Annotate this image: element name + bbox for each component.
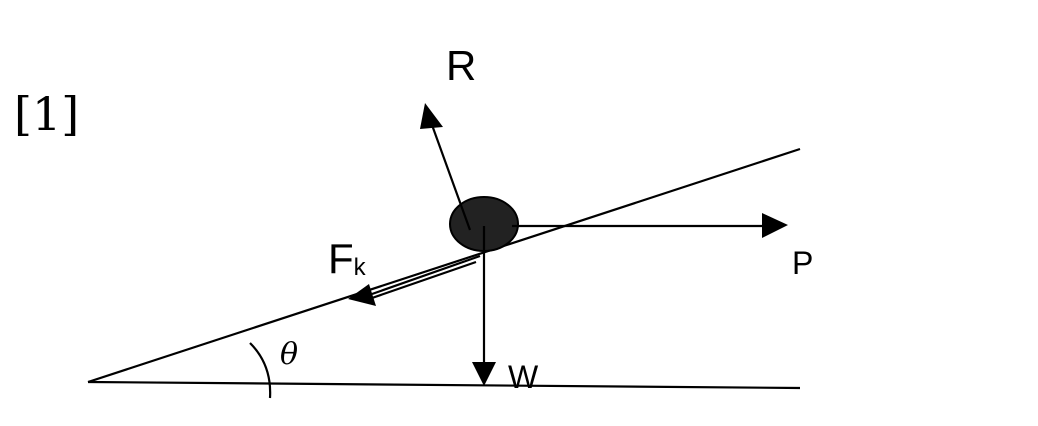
weight-arrow <box>472 226 496 386</box>
normal-reaction-label: R <box>446 42 476 89</box>
applied-force-label: P <box>792 245 813 281</box>
angle-label: θ <box>280 337 298 372</box>
ground-line <box>87 380 801 390</box>
weight-label: W <box>508 359 539 395</box>
applied-force-arrow <box>512 213 788 238</box>
friction-label-main: F <box>328 235 354 282</box>
question-number: [1] <box>14 87 79 141</box>
friction-arrow <box>348 254 481 306</box>
friction-label: Fk <box>328 235 367 282</box>
angle-arc <box>249 342 272 399</box>
normal-reaction-arrow <box>420 103 472 231</box>
incline-line <box>87 147 801 384</box>
friction-label-subscript: k <box>354 254 367 281</box>
